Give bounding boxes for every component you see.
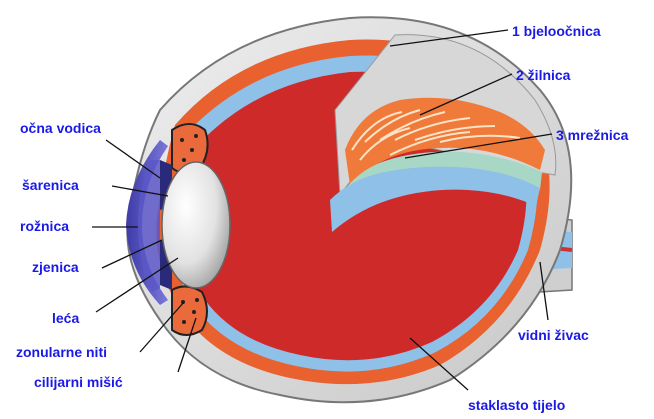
label-pupil: zjenica bbox=[32, 259, 79, 275]
label-vitreous: staklasto tijelo bbox=[468, 397, 565, 413]
label-zonular: zonularne niti bbox=[16, 344, 107, 360]
label-retina: 3 mrežnica bbox=[556, 127, 629, 143]
label-lens: leća bbox=[52, 310, 79, 326]
label-aqueous: očna vodica bbox=[20, 120, 101, 136]
label-choroid: 2 žilnica bbox=[516, 67, 571, 83]
label-optic-nerve: vidni živac bbox=[518, 327, 589, 343]
lens bbox=[162, 162, 230, 288]
label-iris: šarenica bbox=[22, 177, 79, 193]
label-cornea: rožnica bbox=[20, 218, 69, 234]
ciliary-body-bottom bbox=[172, 286, 207, 335]
label-ciliary: cilijarni mišić bbox=[34, 374, 123, 390]
label-sclera: 1 bjeloočnica bbox=[512, 23, 601, 39]
